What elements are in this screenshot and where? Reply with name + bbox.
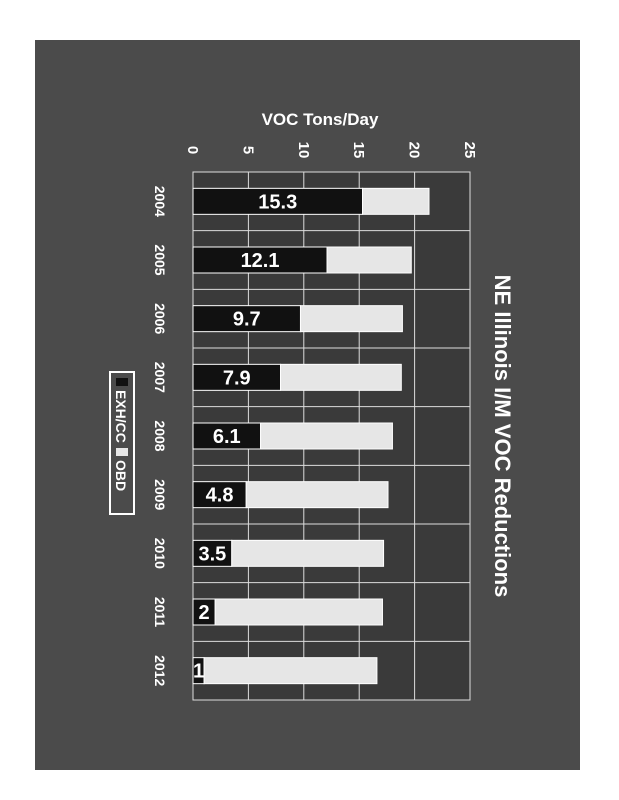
bar-obd-2011 — [214, 598, 383, 626]
legend-swatch-exhcc — [116, 378, 128, 386]
bar-exhcc-2006 — [192, 305, 301, 333]
bar-obd-2005 — [326, 246, 412, 274]
legend-label-obd: OBD — [113, 460, 129, 491]
tick-label: 25 — [461, 142, 478, 159]
category-label: 2007 — [152, 362, 168, 393]
chart-title: NE Illinois I/M VOC Reductions — [490, 275, 515, 598]
category-label: 2004 — [152, 186, 168, 217]
category-label: 2008 — [152, 420, 168, 451]
data-label: 12.1 — [241, 250, 280, 272]
bar-obd-2009 — [245, 481, 389, 509]
bar-exhcc-2004 — [192, 187, 364, 215]
category-label: 2006 — [152, 303, 168, 334]
tick-label: 0 — [184, 146, 201, 154]
category-label: 2012 — [152, 655, 168, 686]
category-label: 2011 — [152, 597, 168, 628]
legend-box — [109, 371, 135, 515]
data-label: 9.7 — [233, 309, 261, 331]
category-label: 2009 — [152, 479, 168, 510]
category-label: 2010 — [152, 538, 168, 569]
bar-exhcc-2010 — [192, 539, 233, 567]
data-label: 1 — [193, 661, 204, 683]
tick-label: 10 — [295, 142, 312, 159]
legend-swatch-obd — [116, 448, 128, 456]
axis-title: VOC Tons/Day — [262, 110, 379, 129]
data-label: 7.9 — [223, 367, 251, 389]
bar-obd-2007 — [280, 363, 402, 391]
tick-label: 20 — [406, 142, 423, 159]
tick-label: 15 — [350, 142, 367, 159]
category-label: 2005 — [152, 244, 168, 275]
legend-label-exhcc: EXH/CC — [113, 390, 129, 443]
data-label: 3.5 — [198, 543, 226, 565]
bar-obd-2006 — [299, 305, 403, 333]
bar-obd-2010 — [231, 539, 385, 567]
data-label: 2 — [199, 602, 210, 624]
bar-obd-2012 — [203, 657, 378, 685]
data-label: 4.8 — [206, 485, 234, 507]
bar-obd-2008 — [260, 422, 393, 450]
bar-exhcc-2008 — [192, 422, 262, 450]
data-label: 6.1 — [213, 426, 241, 448]
bar-obd-2004 — [362, 187, 430, 215]
legend: EXH/CC OBD — [109, 371, 135, 515]
tick-label: 5 — [239, 146, 256, 154]
data-label: 15.3 — [258, 191, 297, 213]
